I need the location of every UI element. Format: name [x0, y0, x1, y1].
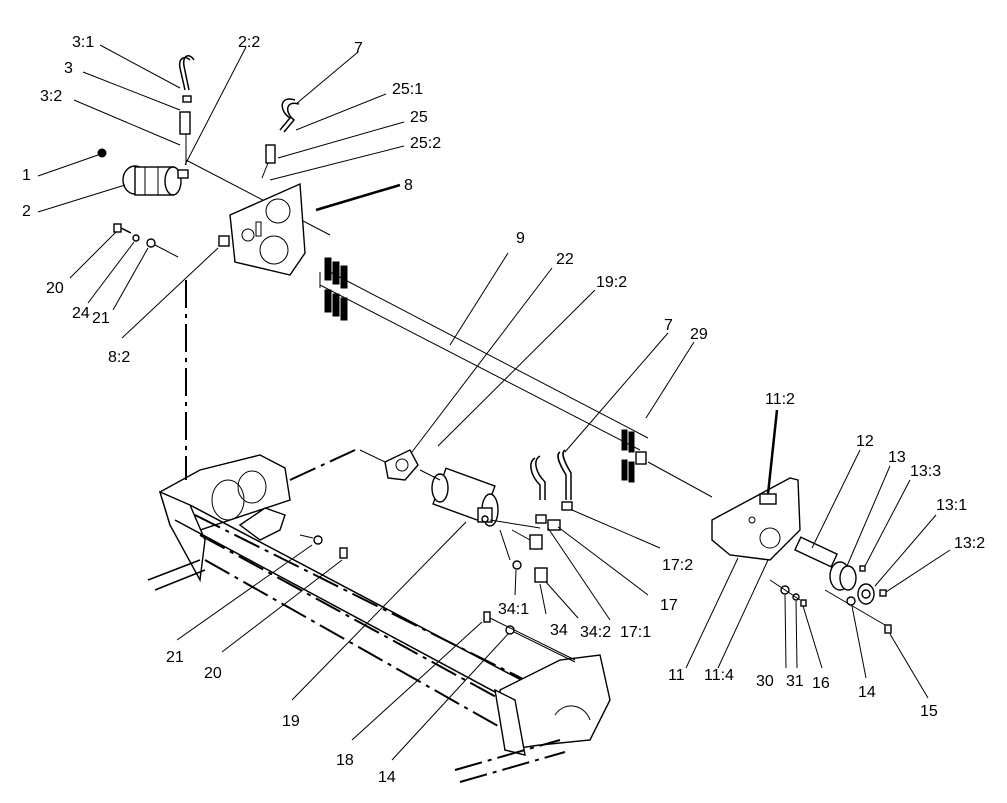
label-17: 17 [660, 597, 678, 614]
bolt-group-left [113, 223, 179, 258]
label-34: 34 [550, 622, 568, 639]
label-11-2: 11:2 [765, 391, 795, 408]
label-11-4: 11:4 [704, 667, 734, 684]
label-12: 12 [856, 433, 874, 450]
part-labels: 3:1 3 3:2 2:2 7 25:1 25 25:2 1 2 8 20 24… [22, 34, 985, 786]
brush-upper [324, 257, 348, 321]
label-24: 24 [72, 305, 90, 322]
label-2: 2 [22, 203, 31, 220]
shaft-end-12 [793, 536, 887, 605]
hose-17 [489, 449, 573, 583]
label-17-2: 17:2 [662, 557, 693, 574]
label-2-2: 2:2 [238, 34, 260, 51]
bolt-group-right [769, 579, 892, 634]
label-13-3: 13:3 [910, 463, 941, 480]
hose-25 [261, 98, 300, 179]
label-30: 30 [756, 673, 774, 690]
label-21-lower: 21 [166, 649, 184, 666]
plate-8 [218, 182, 306, 276]
label-25-1: 25:1 [392, 81, 423, 98]
label-29: 29 [690, 326, 708, 343]
plate-11 [711, 477, 801, 561]
label-3-2: 3:2 [40, 88, 62, 105]
label-21-upper: 21 [92, 310, 110, 327]
label-25: 25 [410, 109, 428, 126]
label-15: 15 [920, 703, 938, 720]
label-14-right: 14 [858, 684, 876, 701]
motor-19 [384, 449, 499, 527]
bolt-group-middle [483, 611, 576, 663]
label-18: 18 [336, 752, 354, 769]
label-34-1: 34:1 [498, 601, 529, 618]
frame-lower [147, 449, 611, 783]
hose-3 [178, 55, 195, 165]
label-13: 13 [888, 449, 906, 466]
label-22: 22 [556, 251, 574, 268]
label-13-1: 13:1 [936, 497, 967, 514]
label-3-1: 3:1 [72, 34, 94, 51]
label-14-lower: 14 [378, 769, 396, 786]
label-1: 1 [22, 167, 31, 184]
brush-lower [621, 429, 647, 483]
motor-2 [97, 148, 189, 196]
label-31: 31 [786, 673, 804, 690]
label-19-2: 19:2 [596, 274, 627, 291]
shaft-9 [185, 159, 713, 498]
label-7-upper: 7 [354, 40, 363, 57]
label-11: 11 [668, 667, 685, 684]
label-3: 3 [64, 60, 73, 77]
label-8-2: 8:2 [108, 349, 130, 366]
label-7-lower: 7 [664, 317, 673, 334]
label-25-2: 25:2 [410, 135, 441, 152]
leader-lines [37, 44, 951, 761]
label-13-2: 13:2 [954, 535, 985, 552]
label-34-2: 34:2 [580, 624, 611, 641]
bolt-group-lower [299, 534, 348, 559]
label-20-lower: 20 [204, 665, 222, 682]
label-8: 8 [404, 177, 413, 194]
label-20-upper: 20 [46, 280, 64, 297]
label-19: 19 [282, 713, 300, 730]
label-17-1: 17:1 [620, 624, 651, 641]
label-16: 16 [812, 675, 830, 692]
label-9: 9 [516, 230, 525, 247]
